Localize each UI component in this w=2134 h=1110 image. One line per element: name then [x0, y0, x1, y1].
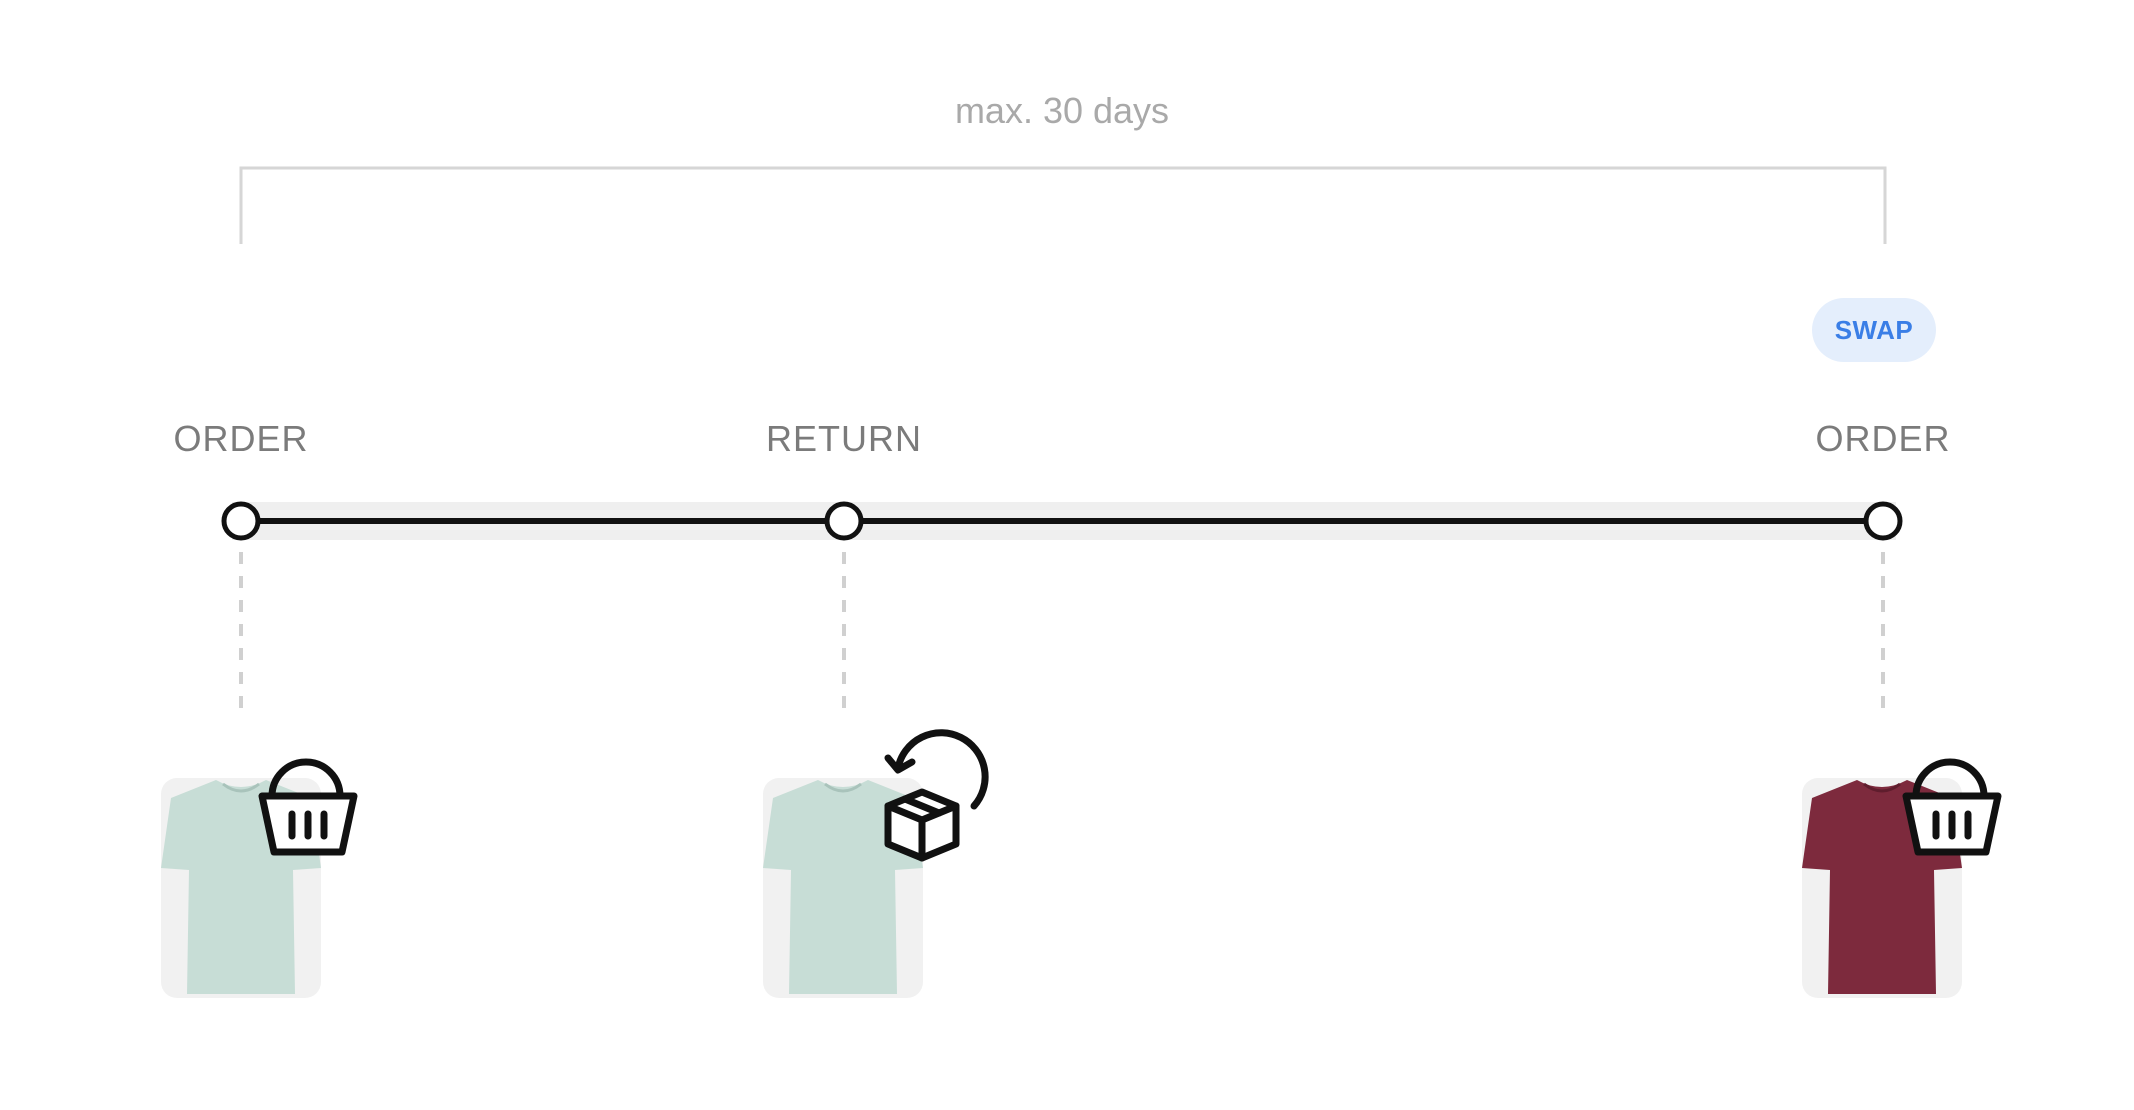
timeline-node-3 [1863, 501, 1903, 541]
timeline-node-1 [221, 501, 261, 541]
step-label-order-2: ORDER [1815, 418, 1951, 459]
range-label: max. 30 days [954, 90, 1170, 131]
return-box-icon [884, 729, 989, 862]
product-image-2 [763, 778, 923, 998]
basket-icon [258, 758, 358, 856]
timeline-node-2 [824, 501, 864, 541]
basket-icon [1902, 758, 2002, 856]
step-label-order: ORDER [173, 418, 309, 459]
swap-badge: SWAP [1812, 298, 1936, 362]
range-bracket [239, 166, 1887, 244]
step-label-return: RETURN [766, 418, 922, 459]
